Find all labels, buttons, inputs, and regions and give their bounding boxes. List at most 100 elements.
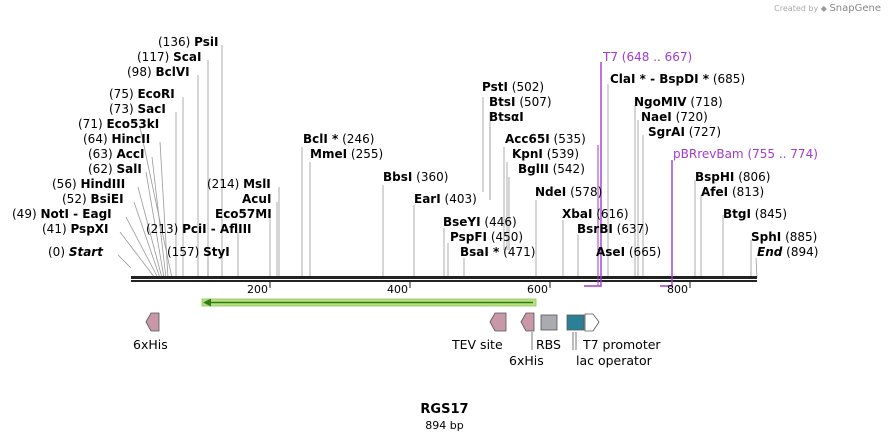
site-name: ScaI bbox=[173, 50, 201, 64]
site-labels-right: PstI (502) BtsI (507) BtsαI Acc65I (535)… bbox=[443, 72, 818, 259]
site-pos: (56) bbox=[52, 177, 77, 191]
svg-text:(71) Eco53kI: (71) Eco53kI bbox=[78, 117, 159, 131]
site-name: BsaI * bbox=[460, 245, 500, 259]
svg-text:BclI * (246): BclI * (246) bbox=[303, 132, 374, 146]
site-name: SphI bbox=[751, 230, 781, 244]
tev-site-feature bbox=[489, 312, 507, 332]
site-pos: (62) bbox=[88, 162, 113, 176]
site-labels-left: (136) PsiI (117) ScaI (98) BclVI (75) Ec… bbox=[12, 35, 218, 259]
ruler-ticks: 200 400 600 800 bbox=[247, 283, 688, 296]
site-name: HindIII bbox=[80, 177, 125, 191]
feature-label: T7 promoter bbox=[582, 337, 661, 352]
site-pos: (806) bbox=[738, 170, 770, 184]
site-name: BseYI bbox=[443, 215, 481, 229]
feature-label: 6xHis bbox=[133, 337, 168, 352]
site-pos: (246) bbox=[342, 132, 374, 146]
site-pos: (41) bbox=[42, 222, 67, 236]
site-pos: (471) bbox=[503, 245, 535, 259]
svg-text:NdeI (578): NdeI (578) bbox=[535, 185, 602, 199]
site-pos: (64) bbox=[83, 132, 108, 146]
svg-text:ClaI * - BspDI * (685): ClaI * - BspDI * (685) bbox=[610, 72, 745, 86]
site-name: Eco57MI bbox=[215, 207, 272, 221]
site-name: PciI - AflIII bbox=[182, 222, 251, 236]
site-pos: (255) bbox=[351, 147, 383, 161]
credit-brand: SnapGene bbox=[829, 3, 881, 14]
site-name: BglII bbox=[518, 162, 549, 176]
site-pos: (214) bbox=[207, 177, 239, 191]
site-name: MslI bbox=[243, 177, 271, 191]
site-pos: (718) bbox=[690, 95, 722, 109]
svg-text:(136) PsiI: (136) PsiI bbox=[158, 35, 218, 49]
svg-text:(73) SacI: (73) SacI bbox=[109, 102, 166, 116]
primer-range: (755 .. 774) bbox=[747, 147, 817, 161]
site-name: XbaI bbox=[562, 207, 592, 221]
site-name: PspFI bbox=[450, 230, 487, 244]
site-name: NaeI bbox=[641, 110, 672, 124]
site-name: ClaI * - BspDI * bbox=[610, 72, 710, 86]
site-pos: (75) bbox=[109, 87, 134, 101]
svg-text:KpnI (539): KpnI (539) bbox=[512, 147, 579, 161]
svg-text:(75) EcoRI: (75) EcoRI bbox=[109, 87, 175, 101]
site-name: SacI bbox=[137, 102, 165, 116]
site-pos: (665) bbox=[629, 245, 661, 259]
sequence-backbone bbox=[131, 276, 757, 288]
6xhis-feature-left bbox=[145, 312, 160, 332]
site-name: PspXI bbox=[70, 222, 108, 236]
site-pos: (685) bbox=[713, 72, 745, 86]
site-name: HincII bbox=[111, 132, 150, 146]
site-name: SgrAI bbox=[648, 125, 685, 139]
svg-text:SgrAI (727): SgrAI (727) bbox=[648, 125, 721, 139]
svg-text:(0) Start: (0) Start bbox=[48, 245, 104, 259]
feature-label: TEV site bbox=[451, 337, 503, 352]
site-name: BbsI bbox=[383, 170, 412, 184]
primer-range: (648 .. 667) bbox=[622, 50, 692, 64]
svg-text:(214) MslI: (214) MslI bbox=[207, 177, 271, 191]
pbrrevbam-primer bbox=[660, 160, 673, 287]
feature-connectors bbox=[531, 332, 577, 350]
svg-text:BbsI (360): BbsI (360) bbox=[383, 170, 448, 184]
svg-text:(62) SalI: (62) SalI bbox=[88, 162, 142, 176]
svg-text:BsaI * (471): BsaI * (471) bbox=[460, 245, 535, 259]
site-leader-lines bbox=[117, 45, 758, 279]
svg-text:PspFI (450): PspFI (450) bbox=[450, 230, 523, 244]
site-pos: (49) bbox=[12, 207, 37, 221]
feature-glyphs bbox=[145, 312, 600, 332]
site-pos: (213) bbox=[146, 222, 178, 236]
site-name: NotI - EagI bbox=[40, 207, 111, 221]
tick-label: 600 bbox=[527, 283, 548, 296]
svg-text:MmeI (255): MmeI (255) bbox=[310, 147, 383, 161]
site-name: BsiEI bbox=[90, 192, 123, 206]
svg-text:(157) StyI: (157) StyI bbox=[167, 245, 230, 259]
site-name: BsrBI bbox=[577, 222, 613, 236]
primer-labels: T7 (648 .. 667) pBRrevBam (755 .. 774) bbox=[602, 50, 818, 161]
site-name: BclVI bbox=[155, 65, 189, 79]
rbs-feature bbox=[540, 314, 558, 331]
site-name: SalI bbox=[116, 162, 141, 176]
svg-text:T7 (648 .. 667): T7 (648 .. 667) bbox=[602, 50, 692, 64]
t7-promoter-feature bbox=[566, 314, 585, 331]
svg-text:BseYI (446): BseYI (446) bbox=[443, 215, 517, 229]
site-name: Acc65I bbox=[505, 132, 550, 146]
site-name: BclI * bbox=[303, 132, 339, 146]
site-name: KpnI bbox=[512, 147, 543, 161]
svg-text:BtsI (507): BtsI (507) bbox=[489, 95, 552, 109]
feature-label: 6xHis bbox=[509, 353, 544, 368]
svg-text:AseI (665): AseI (665) bbox=[596, 245, 661, 259]
site-name: NgoMIV bbox=[634, 95, 687, 109]
svg-text:(98) BclVI: (98) BclVI bbox=[127, 65, 190, 79]
site-pos: (813) bbox=[732, 185, 764, 199]
svg-text:(213) PciI - AflIII: (213) PciI - AflIII bbox=[146, 222, 252, 236]
site-pos: (502) bbox=[512, 80, 544, 94]
svg-text:(117) ScaI: (117) ScaI bbox=[137, 50, 201, 64]
site-name: StyI bbox=[203, 245, 230, 259]
tick-label: 400 bbox=[387, 283, 408, 296]
site-pos: (542) bbox=[553, 162, 585, 176]
site-pos: (845) bbox=[755, 207, 787, 221]
site-pos: (446) bbox=[484, 215, 516, 229]
svg-text:(49) NotI - EagI: (49) NotI - EagI bbox=[12, 207, 112, 221]
site-name: PstI bbox=[482, 80, 508, 94]
svg-text:BglII (542): BglII (542) bbox=[518, 162, 585, 176]
site-pos: (727) bbox=[689, 125, 721, 139]
site-name: EcoRI bbox=[137, 87, 174, 101]
site-pos: (136) bbox=[158, 35, 190, 49]
